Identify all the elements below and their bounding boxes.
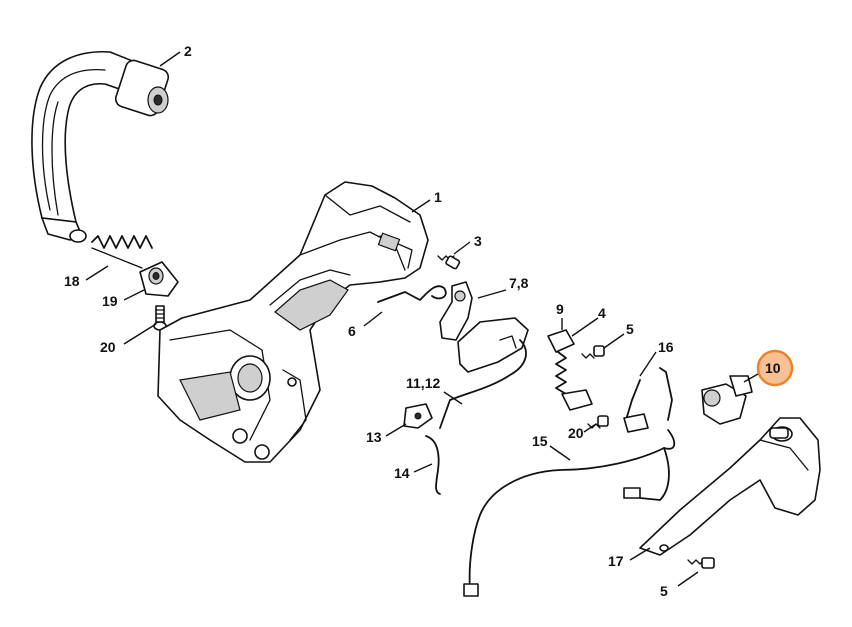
screw-left [153,305,167,331]
cable-15 [463,429,676,597]
screw-20-middle [587,415,609,429]
spring [69,229,153,269]
svg-text:18: 18 [64,273,80,289]
callout-5-lower: 5 [660,571,699,599]
callout-3: 3 [453,233,482,255]
svg-text:11,12: 11,12 [406,375,440,391]
svg-text:1: 1 [434,189,442,205]
callout-9: 9 [556,301,564,330]
torsion-spring [377,285,447,303]
callout-7-8: 7,8 [477,275,529,299]
svg-text:2: 2 [184,43,192,59]
svg-text:15: 15 [532,433,548,449]
screw-3 [437,255,461,270]
svg-text:13: 13 [366,429,382,445]
callout-10: 10 [743,349,794,387]
svg-text:20: 20 [100,339,116,355]
callout-20-left: 20 [100,323,157,355]
svg-text:3: 3 [474,233,482,249]
callout-4: 4 [571,305,606,337]
callout-5-upper: 5 [603,321,634,349]
svg-text:5: 5 [626,321,634,337]
bracket-13 [403,403,433,429]
rear-handle-housing [157,181,429,463]
screw-5-lower [687,557,715,569]
svg-text:14: 14 [394,465,410,481]
callout-6: 6 [348,311,383,339]
screw-5-upper [581,345,605,359]
svg-text:10: 10 [765,360,781,376]
svg-text:4: 4 [598,305,606,321]
stop-switch [701,375,753,425]
callout-18: 18 [64,265,109,289]
switch-lever [623,367,673,433]
callout-2: 2 [159,43,192,67]
lockout-lever [439,281,473,341]
callout-16: 16 [639,339,674,377]
buffer [139,261,179,297]
wire-14 [425,435,441,495]
callout-14: 14 [394,463,433,481]
callout-20-middle: 20 [568,423,597,441]
callout-15: 15 [532,433,571,461]
throttle-trigger [439,317,529,429]
callout-1: 1 [411,189,442,213]
svg-text:7,8: 7,8 [509,275,529,291]
spring-holder [547,329,593,411]
svg-text:5: 5 [660,583,668,599]
callout-17: 17 [608,547,651,569]
svg-text:16: 16 [658,339,674,355]
handle-molding [639,417,821,556]
svg-text:17: 17 [608,553,624,569]
svg-text:9: 9 [556,301,564,317]
callout-19: 19 [102,289,145,309]
callout-13: 13 [366,423,407,445]
svg-text:20: 20 [568,425,584,441]
callout-11-12: 11,12 [406,375,463,405]
front-handle-bar [31,50,170,241]
svg-text:19: 19 [102,293,118,309]
svg-text:6: 6 [348,323,356,339]
